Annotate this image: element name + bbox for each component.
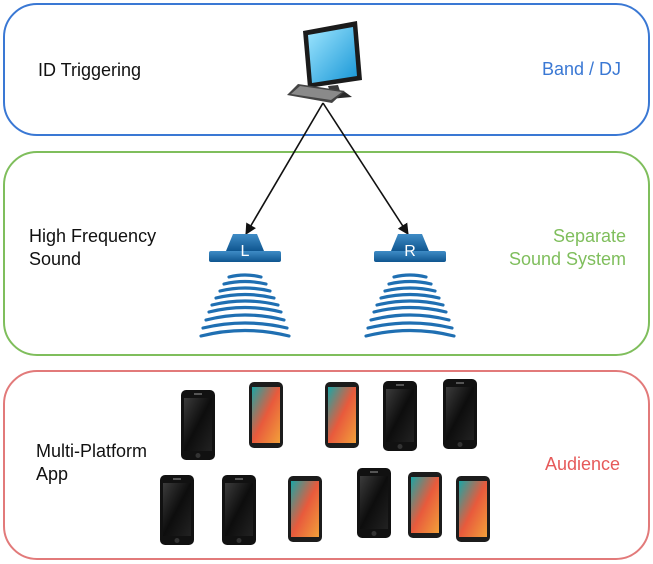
multi-platform-label-line1: Multi-Platform — [36, 441, 148, 461]
high-frequency-label-line2: Sound — [29, 249, 82, 269]
android-smartphone-icon — [249, 382, 283, 448]
sound-system-layer — [3, 151, 650, 356]
black-smartphone-icon — [160, 475, 194, 545]
black-smartphone-icon — [181, 390, 215, 460]
id-triggering-label: ID Triggering — [38, 60, 142, 80]
android-smartphone-icon — [456, 476, 490, 542]
band-dj-label: Band / DJ — [541, 59, 621, 79]
high-frequency-label-line1: High Frequency — [29, 226, 157, 246]
arrow-to-right-speaker — [322, 102, 409, 235]
arrow-to-left-speaker — [245, 102, 324, 235]
black-smartphone-icon — [357, 468, 391, 538]
phones-group — [160, 379, 490, 545]
separate-sound-system-label-line2: Sound System — [508, 249, 626, 269]
android-smartphone-icon — [325, 382, 359, 448]
android-smartphone-icon — [288, 476, 322, 542]
black-smartphone-icon — [443, 379, 477, 449]
right-speaker-letter: R — [404, 243, 416, 260]
multi-platform-label-line2: App — [36, 464, 69, 484]
separate-sound-system-label-line1: Separate — [552, 226, 626, 246]
black-smartphone-icon — [222, 475, 256, 545]
black-smartphone-icon — [383, 381, 417, 451]
left-speaker-letter: L — [241, 243, 250, 260]
audience-label: Audience — [544, 454, 620, 474]
speaker-icon — [199, 234, 291, 338]
desktop-computer-icon — [287, 21, 362, 103]
android-smartphone-icon — [408, 472, 442, 538]
speaker-icon — [364, 234, 456, 338]
